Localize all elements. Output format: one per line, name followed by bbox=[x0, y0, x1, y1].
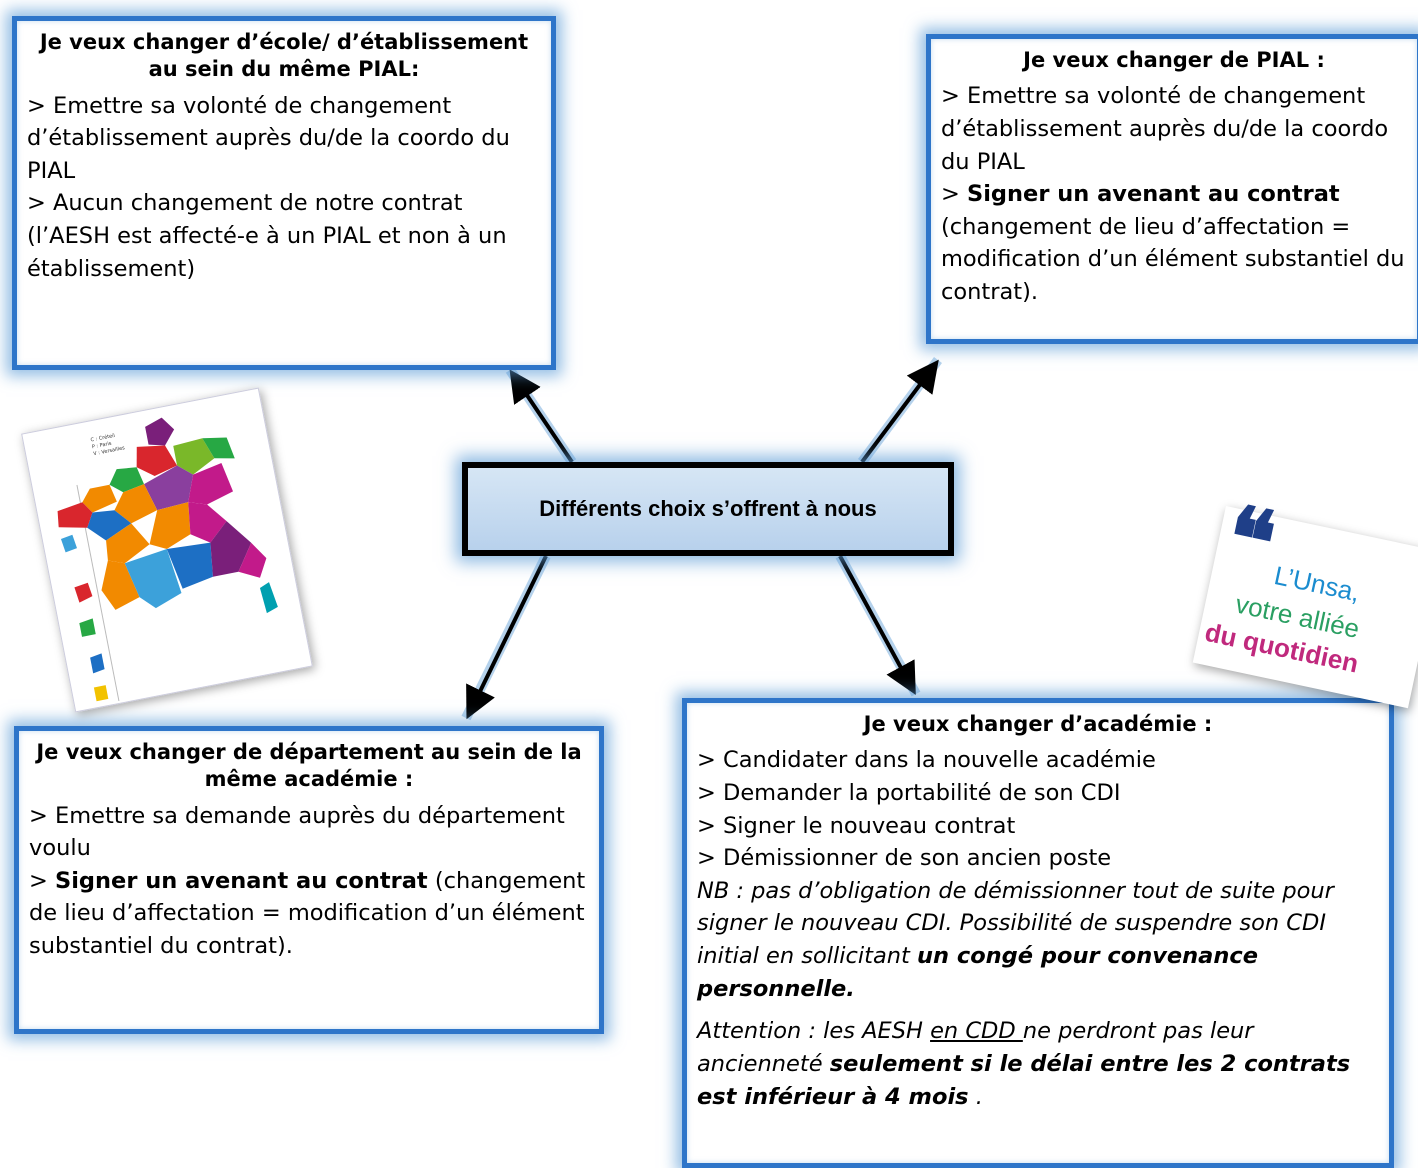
quote-marks-icon: ❝ bbox=[1217, 489, 1284, 593]
line-prefix: > bbox=[29, 867, 56, 894]
option-same-pial-line-1: > Emettre sa volonté de changement d’éta… bbox=[27, 92, 510, 184]
sign-amendment-emphasis: Signer un avenant au contrat bbox=[55, 867, 428, 894]
map-legend-line: P : Paris bbox=[91, 441, 112, 451]
option-change-department-line-1: > Emettre sa demande auprès du départeme… bbox=[29, 802, 565, 862]
nb-text: NB : pas d’obligation de démissionner to… bbox=[697, 877, 1334, 970]
academy-nb-note: NB : pas d’obligation de démissionner to… bbox=[697, 875, 1379, 1006]
option-change-pial-title: Je veux changer de PIAL : bbox=[1023, 48, 1325, 72]
option-change-academy-title: Je veux changer d’académie : bbox=[863, 712, 1213, 736]
attention-text-b: ne perdront pas leur ancienneté bbox=[697, 1018, 1254, 1077]
nb-emphasis: un congé pour convenance personnelle. bbox=[697, 943, 1258, 1002]
option-change-pial-line-1: > Emettre sa volonté de changement d’éta… bbox=[941, 83, 1389, 175]
option-same-pial-title: Je veux changer d’école/ d’établissement… bbox=[39, 30, 529, 82]
line-rest: (changement de lieu d’affectation = modi… bbox=[29, 867, 586, 960]
academy-step-2: > Demander la portabilité de son CDI bbox=[697, 779, 1121, 806]
central-topic-label: Différents choix s’offrent à nous bbox=[539, 496, 877, 521]
arrow-to-top-right bbox=[860, 359, 939, 464]
option-change-pial-box: Je veux changer de PIAL : > Emettre sa v… bbox=[926, 34, 1418, 344]
france-map-illustration: C : Créteil P : Paris V : Versailles bbox=[57, 417, 278, 702]
line-rest: (changement de lieu d’affectation = modi… bbox=[941, 213, 1405, 306]
sign-amendment-emphasis: Signer un avenant au contrat bbox=[967, 181, 1340, 208]
arrow-to-bottom-left bbox=[466, 555, 548, 720]
option-change-department-line-2: > Signer un avenant au contrat (changeme… bbox=[29, 865, 589, 963]
academy-attention-note: Attention : les AESH en CDD ne perdront … bbox=[697, 1015, 1379, 1113]
option-change-department-title: Je veux changer de département au sein d… bbox=[36, 740, 582, 792]
attention-emphasis: seulement si le délai entre les 2 contra… bbox=[697, 1050, 1351, 1110]
attention-text-a: Attention : les AESH bbox=[697, 1018, 931, 1045]
academy-step-1: > Candidater dans la nouvelle académie bbox=[697, 747, 1156, 774]
option-same-pial-line-2: > Aucun changement de notre contrat (l’A… bbox=[27, 190, 507, 282]
option-change-academy-box: Je veux changer d’académie : > Candidate… bbox=[682, 698, 1394, 1168]
map-legend-line: C : Créteil bbox=[90, 432, 116, 444]
line-prefix: > bbox=[941, 181, 968, 208]
arrow-to-top-left bbox=[509, 369, 574, 464]
central-topic-box: Différents choix s’offrent à nous bbox=[462, 462, 954, 556]
option-change-pial-line-2: > Signer un avenant au contrat (changeme… bbox=[941, 178, 1407, 309]
attention-end: . bbox=[968, 1083, 983, 1110]
arrow-to-bottom-right bbox=[838, 555, 916, 696]
option-same-pial-box: Je veux changer d’école/ d’établissement… bbox=[12, 16, 556, 370]
france-academies-map-image: C : Créteil P : Paris V : Versailles bbox=[21, 387, 313, 713]
option-change-department-box: Je veux changer de département au sein d… bbox=[14, 726, 604, 1034]
academy-step-4: > Démissionner de son ancien poste bbox=[697, 845, 1112, 872]
academy-step-3: > Signer le nouveau contrat bbox=[697, 812, 1016, 839]
attention-cdd: en CDD bbox=[930, 1018, 1023, 1045]
